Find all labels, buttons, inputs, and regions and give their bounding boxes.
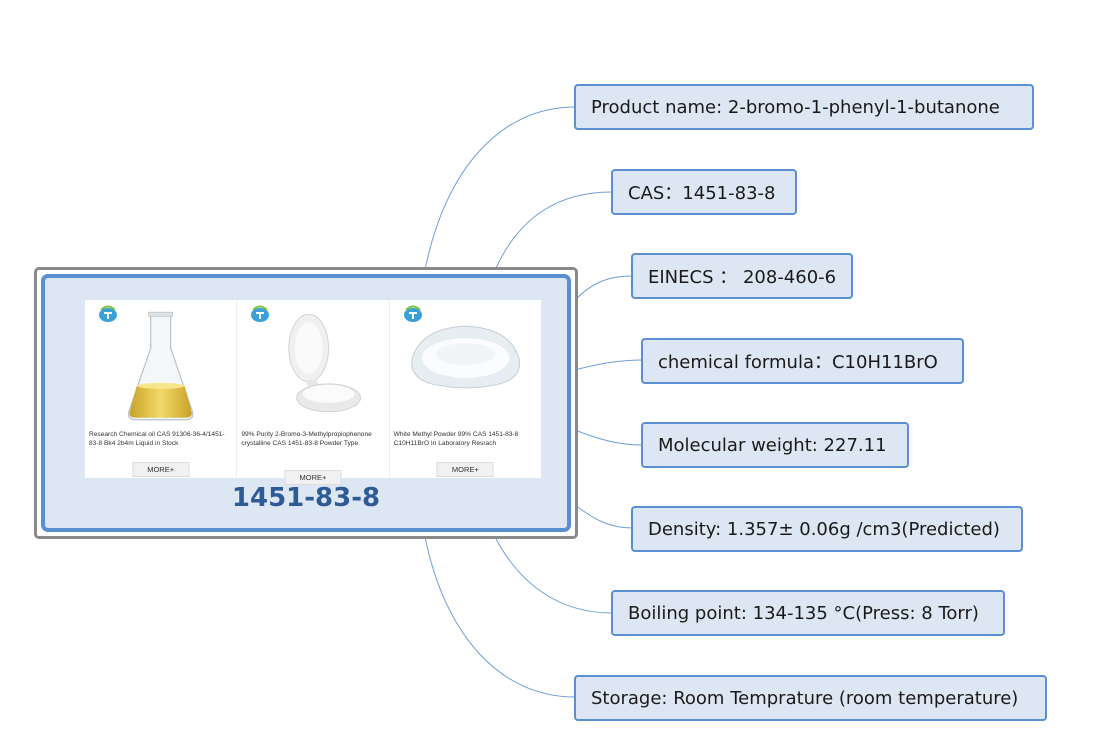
node-density[interactable]: Density: 1.357± 0.06g /cm3(Predicted) — [631, 506, 1023, 552]
link-product-name — [424, 106, 576, 271]
more-button[interactable]: MORE+ — [284, 470, 342, 485]
link-einecs — [574, 275, 633, 301]
central-node[interactable]: Research Chemical oil CAS 91306-36-4/145… — [34, 267, 578, 539]
powder-dish-image — [410, 325, 520, 389]
node-chemical-formula[interactable]: chemical formula：C10H11BrO — [641, 338, 964, 384]
powder-scoop-image — [288, 313, 362, 413]
product-card[interactable]: Research Chemical oil CAS 91306-36-4/145… — [85, 300, 238, 478]
more-button[interactable]: MORE+ — [436, 462, 494, 477]
flask-liquid-image — [127, 311, 194, 421]
node-storage[interactable]: Storage: Room Temprature (room temperatu… — [574, 675, 1047, 721]
product-listing: Research Chemical oil CAS 91306-36-4/145… — [85, 300, 541, 485]
product-description: White Methyl Powder 99% CAS 1451-83-8 C1… — [393, 431, 519, 447]
link-storage — [424, 536, 576, 698]
company-logo-icon — [403, 305, 422, 322]
node-product-name[interactable]: Product name: 2-bromo-1-phenyl-1-butanon… — [574, 84, 1034, 130]
link-boiling-point — [494, 536, 613, 614]
link-density — [574, 504, 633, 529]
link-chemical-formula — [574, 359, 643, 371]
node-cas[interactable]: CAS：1451-83-8 — [611, 169, 797, 215]
node-molecular-weight[interactable]: Molecular weight: 227.11 — [641, 422, 909, 468]
link-cas — [494, 191, 613, 271]
product-card[interactable]: White Methyl Powder 99% CAS 1451-83-8 C1… — [390, 300, 541, 478]
product-description: 99% Purity 2-Bromo-3-Methylpropiophenone… — [241, 431, 372, 447]
more-button[interactable]: MORE+ — [132, 462, 190, 477]
link-molecular-weight — [574, 429, 643, 446]
product-description: Research Chemical oil CAS 91306-36-4/145… — [89, 431, 225, 447]
node-boiling-point[interactable]: Boiling point: 134-135 °C(Press: 8 Torr) — [611, 590, 1005, 636]
product-card[interactable]: 99% Purity 2-Bromo-3-Methylpropiophenone… — [237, 300, 390, 485]
central-title: 1451-83-8 — [231, 483, 381, 513]
central-node-inner: Research Chemical oil CAS 91306-36-4/145… — [41, 274, 571, 532]
company-logo-icon — [251, 305, 270, 322]
node-einecs[interactable]: EINECS ： 208-460-6 — [631, 253, 853, 299]
company-logo-icon — [99, 305, 117, 322]
